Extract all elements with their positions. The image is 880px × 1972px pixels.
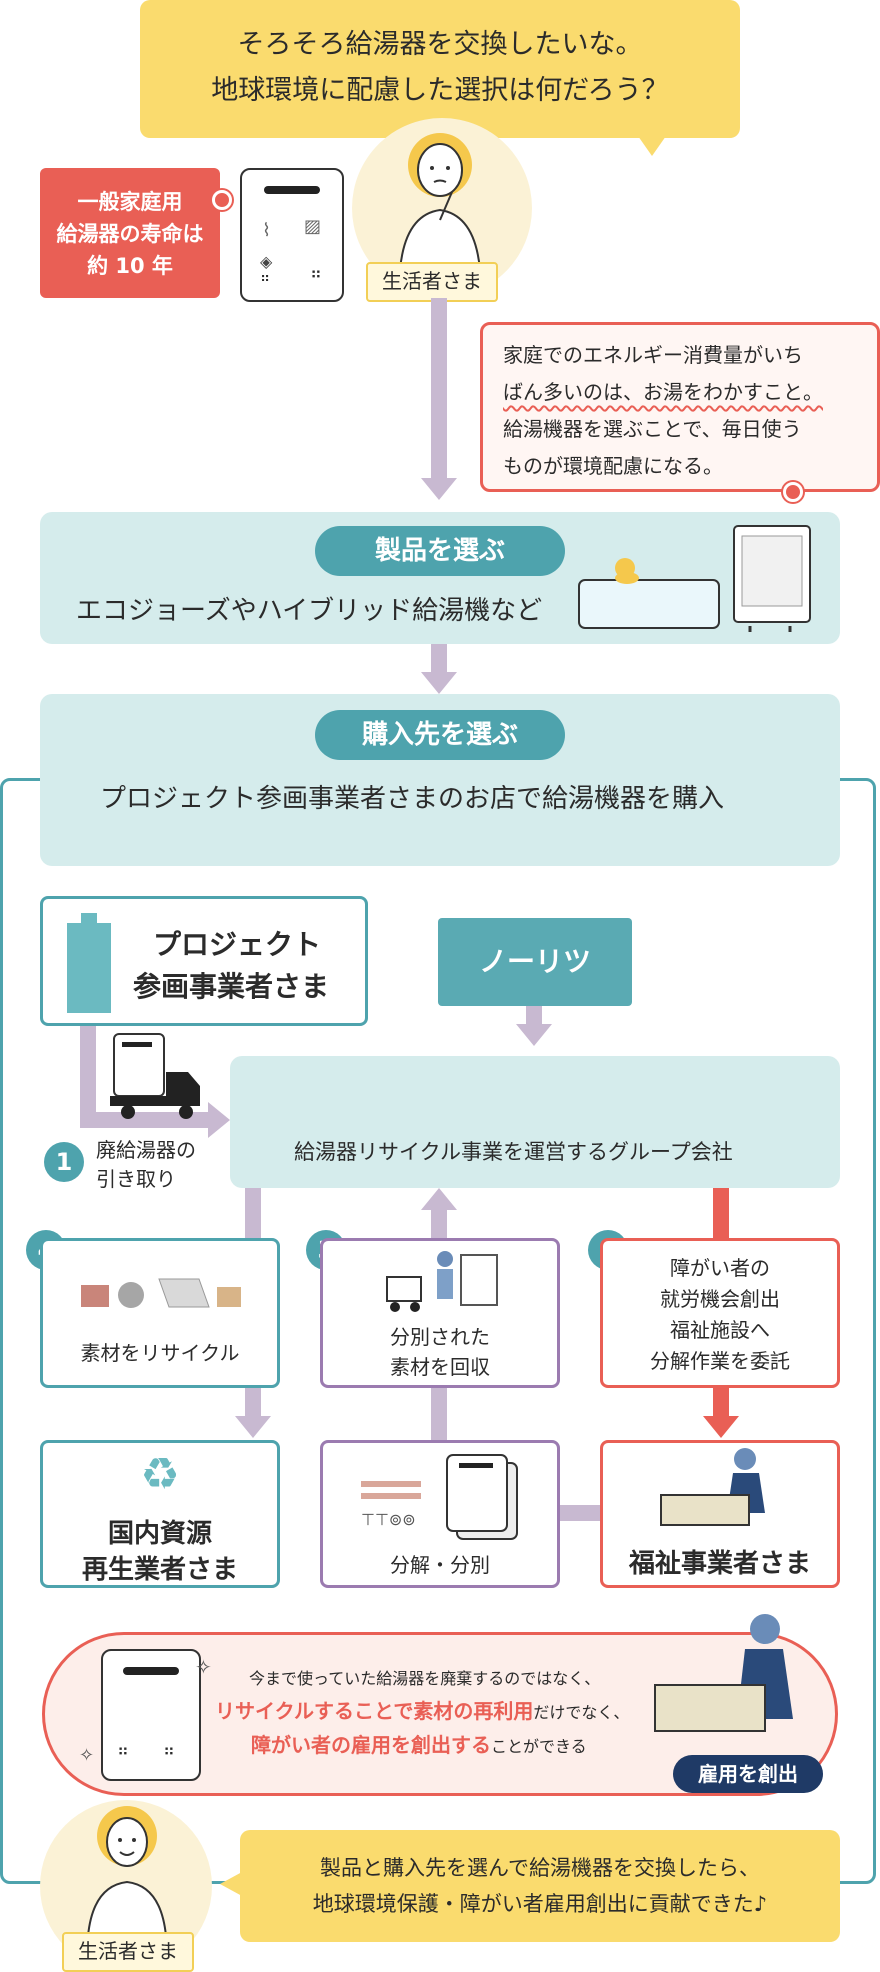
- banner-line2-rest: だけでなく、: [533, 1703, 630, 1722]
- top-speech-line1: そろそろ給湯器を交換したいな。: [237, 29, 643, 60]
- energy-note-line2: ばん多いのは、お湯をわかすこと。: [503, 380, 823, 404]
- participant-box: プロジェクト 参画事業者さま: [40, 896, 368, 1026]
- participant-line1: プロジェクト: [153, 928, 322, 961]
- step2-line3: 福祉施設へ: [670, 1318, 770, 1342]
- arrow-head-pickup: [208, 1102, 230, 1138]
- step4-box: 素材をリサイクル: [40, 1238, 280, 1388]
- step2-box: 障がい者の 就労機会創出 福祉施設へ 分解作業を委託: [600, 1238, 840, 1388]
- step1-line2: 引き取り: [96, 1167, 176, 1191]
- energy-note-dot: [783, 482, 803, 502]
- arrow-step3-to-group: [431, 1206, 447, 1240]
- employment-banner: ⠛ ⠛ ✧ ✧ 今まで使っていた給湯器を廃棄するのではなく、 リサイクルすること…: [42, 1614, 838, 1796]
- arrow-head-step3: [421, 1188, 457, 1210]
- arrow-head-noritz: [516, 1024, 552, 1046]
- materials-icon: [81, 1278, 241, 1308]
- banner-line3-emphasis: 障がい者の雇用を創出する: [251, 1733, 491, 1757]
- lifespan-line3: 約 10 年: [87, 254, 173, 278]
- step3-line1: 分別された: [390, 1325, 490, 1349]
- group-company-panel: 給湯器リサイクル事業を運営するグループ会社: [230, 1056, 840, 1188]
- bathtub-icon: [578, 558, 720, 629]
- banner-line2-emphasis: リサイクルすることで素材の再利用: [215, 1699, 534, 1723]
- bottom-speech-bubble: 製品と購入先を選んで給湯機器を交換したら、 地球環境保護・障がい者雇用創出に貢献…: [240, 1830, 840, 1942]
- step3-line2: 素材を回収: [390, 1355, 490, 1379]
- top-speech-bubble: そろそろ給湯器を交換したいな。 地球環境に配慮した選択は何だろう？: [140, 0, 740, 156]
- banner-line1: 今まで使っていた給湯器を廃棄するのではなく、: [249, 1669, 601, 1688]
- building-icon: [67, 913, 111, 1013]
- step1-label: 廃給湯器の 引き取り: [96, 1136, 196, 1194]
- recycler-line1: 国内資源: [107, 1519, 212, 1549]
- step1-badge: 1: [44, 1142, 84, 1182]
- step2-line4: 分解作業を委託: [650, 1349, 790, 1373]
- collection-worker-icon: [386, 1251, 498, 1312]
- disassembled-parts-icon: ⊤⊤⊚⊚: [361, 1454, 518, 1540]
- disassembly-text: 分解・分別: [390, 1553, 490, 1577]
- energy-note-line3: 給湯機器を選ぶことで、毎日使う: [503, 417, 802, 441]
- step-shop-text: プロジェクト参画事業者さまのお店で給湯機器を購入: [100, 784, 725, 814]
- arrow-pickup-vertical: [80, 1026, 96, 1126]
- employment-worker-icon: [654, 1614, 793, 1732]
- banner-line3-rest: ことができる: [491, 1737, 587, 1756]
- step3-box: 分別された 素材を回収: [320, 1238, 560, 1388]
- arrow-head-welfare: [703, 1416, 739, 1438]
- consumer-tag-bottom: 生活者さま: [62, 1932, 194, 1972]
- bottom-speech-line1: 製品と購入先を選んで給湯機器を交換したら、: [320, 1856, 760, 1880]
- step-shop-panel: 購入先を選ぶ プロジェクト参画事業者さまのお店で給湯機器を購入: [40, 694, 840, 866]
- recycler-line2: 再生業者さま: [81, 1555, 238, 1585]
- arrow-pickup-horizontal: [80, 1112, 210, 1128]
- top-speech-line2: 地球環境に配慮した選択は何だろう？: [211, 75, 669, 106]
- sparkle-icon: ✧: [79, 1745, 95, 1766]
- sparkle-icon: ✧: [195, 1655, 212, 1679]
- welfare-text: 福祉事業者さま: [628, 1549, 811, 1579]
- lifespan-line2: 給湯器の寿命は: [56, 222, 204, 246]
- energy-note-line1: 家庭でのエネルギー消費量がいち: [503, 343, 803, 367]
- arrow-to-product: [431, 298, 447, 480]
- arrow-to-shop: [431, 644, 447, 674]
- lifespan-line1: 一般家庭用: [77, 190, 183, 214]
- step-shop-title: 購入先を選ぶ: [315, 710, 565, 760]
- water-heater-icon-banner: ⠛ ⠛: [101, 1649, 201, 1781]
- step-product-panel: 製品を選ぶ エコジョーズやハイブリッド給湯機など: [40, 512, 840, 644]
- noritz-box: ノーリツ: [438, 918, 632, 1006]
- connector-welfare-disassembly: [560, 1505, 600, 1521]
- water-heater-unit-icon: [733, 525, 811, 632]
- lifespan-connector-dot: [212, 190, 232, 210]
- water-heater-icon: ⌇ ▨ ◈ ⠛ ⠛: [240, 168, 344, 302]
- disassembly-box: ⊤⊤⊚⊚ 分解・分別: [320, 1440, 560, 1588]
- arrow-head-shop: [421, 672, 457, 694]
- arrow-noritz-to-group: [526, 1006, 542, 1026]
- step4-text: 素材をリサイクル: [80, 1341, 240, 1365]
- recycler-box: ♻ 国内資源 再生業者さま: [40, 1440, 280, 1588]
- step2-line2: 就労機会創出: [660, 1287, 780, 1311]
- bottom-speech-line2: 地球環境保護・障がい者雇用創出に貢献できた♪: [312, 1892, 768, 1916]
- arrow-head-recycler: [235, 1416, 271, 1438]
- consumer-thinking-icon: [399, 133, 481, 270]
- recycle-icon: ♻: [140, 1449, 180, 1500]
- bottom-speech-tail: [220, 1872, 242, 1896]
- employment-tag: 雇用を創出: [673, 1755, 823, 1793]
- step-product-title: 製品を選ぶ: [315, 526, 565, 576]
- arrow-head-product: [421, 478, 457, 500]
- arrow-group-to-step4: [245, 1188, 261, 1238]
- arrow-step4-to-recycler: [245, 1388, 261, 1418]
- lifespan-box: 一般家庭用 給湯器の寿命は 約 10 年: [40, 168, 220, 298]
- step-product-text: エコジョーズやハイブリッド給湯機など: [76, 596, 543, 626]
- banner-line3: 障がい者の雇用を創出することができる: [251, 1729, 587, 1758]
- participant-line2: 参画事業者さま: [133, 970, 330, 1003]
- welfare-worker-icon: [660, 1448, 765, 1526]
- step1-line1: 廃給湯器の: [96, 1138, 196, 1162]
- svg-text:⊤⊤⊚⊚: ⊤⊤⊚⊚: [361, 1510, 416, 1529]
- consumer-happy-icon: [87, 1806, 167, 1936]
- truck-icon: [110, 1033, 200, 1119]
- arrow-group-to-step2: [713, 1188, 729, 1238]
- consumer-tag-top: 生活者さま: [366, 262, 498, 302]
- banner-line2: リサイクルすることで素材の再利用だけでなく、: [215, 1695, 629, 1724]
- step2-line1: 障がい者の: [670, 1256, 770, 1280]
- arrow-step2-to-welfare: [713, 1388, 729, 1418]
- group-company-text: 給湯器リサイクル事業を運営するグループ会社: [294, 1140, 733, 1164]
- energy-note-line4: ものが環境配慮になる。: [503, 454, 723, 478]
- energy-note: 家庭でのエネルギー消費量がいち ばん多いのは、お湯をわかすこと。 給湯機器を選ぶ…: [480, 322, 880, 492]
- welfare-box: 福祉事業者さま: [600, 1440, 840, 1588]
- arrow-disassembly-to-step3: [431, 1388, 447, 1440]
